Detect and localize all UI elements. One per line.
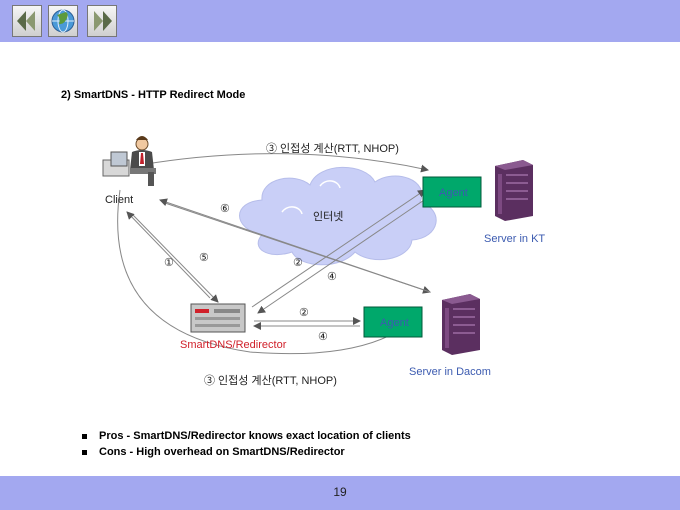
- next-slide-button[interactable]: [87, 5, 117, 37]
- request-arrow: [132, 214, 219, 303]
- slide-title: 2) SmartDNS - HTTP Redirect Mode: [61, 89, 246, 101]
- bullet-marker: [82, 449, 87, 455]
- bullet-marker: [82, 433, 87, 439]
- redirector-server-icon: [190, 303, 246, 333]
- redirect-response-arrow: [126, 211, 211, 299]
- agent-kt-label: Agent: [439, 187, 468, 199]
- agent-dacom-label: Agent: [380, 317, 409, 329]
- pros-bullet: Pros - SmartDNS/Redirector knows exact l…: [82, 430, 411, 442]
- internet-cloud: 인터넷: [239, 166, 437, 266]
- agent-kt-box: [422, 176, 482, 208]
- step-4-cloud-label: ④: [327, 271, 337, 283]
- server-reply-arrow: [159, 198, 431, 293]
- step-4-dacom-label: ④: [318, 331, 328, 343]
- client-label: Client: [105, 194, 133, 206]
- top-step-label: ③ 인접성 계산(RTT, NHOP): [266, 142, 399, 155]
- server-dacom-label: Server in Dacom: [409, 366, 491, 378]
- client-person-icon: [102, 136, 156, 186]
- server-kt-label: Server in KT: [484, 233, 545, 245]
- server-dacom-icon: [442, 294, 480, 355]
- step-1-label: ①: [164, 257, 174, 269]
- step-5-label: ⑤: [199, 252, 209, 264]
- proximity-calc-arrow-dacom: [117, 189, 401, 355]
- pros-text: Pros - SmartDNS/Redirector knows exact l…: [99, 430, 411, 442]
- double-left-arrow-icon: [17, 11, 35, 31]
- page-number: 19: [333, 485, 347, 499]
- agent-dacom-box: [363, 306, 423, 338]
- globe-icon: [51, 9, 75, 33]
- cons-bullet: Cons - High overhead on SmartDNS/Redirec…: [82, 446, 345, 458]
- cons-text: Cons - High overhead on SmartDNS/Redirec…: [99, 446, 345, 458]
- redirector-label: SmartDNS/Redirector: [180, 339, 287, 351]
- top-bar: [0, 0, 680, 42]
- step-2-dacom-label: ②: [299, 307, 309, 319]
- reply-agent-kt-arrow: [257, 195, 431, 314]
- bottom-step-label: ③ 인접성 계산(RTT, NHOP): [204, 374, 337, 387]
- step-2-cloud-label: ②: [293, 257, 303, 269]
- bottom-bar: 19: [0, 476, 680, 510]
- internet-label: 인터넷: [313, 210, 343, 223]
- query-agent-kt-arrow: [251, 189, 426, 308]
- step-6-label: ⑥: [220, 203, 230, 215]
- server-kt-icon: [495, 160, 533, 221]
- prev-slide-button[interactable]: [12, 5, 42, 37]
- proximity-calc-arrow-kt: [139, 153, 429, 173]
- double-right-arrow-icon: [94, 11, 112, 31]
- smartdns-diagram: 인터넷 ③ 인접성 계산(RTT, NHOP) ③ 인접성 계산(RTT, NH…: [102, 136, 545, 387]
- home-button[interactable]: [48, 5, 78, 37]
